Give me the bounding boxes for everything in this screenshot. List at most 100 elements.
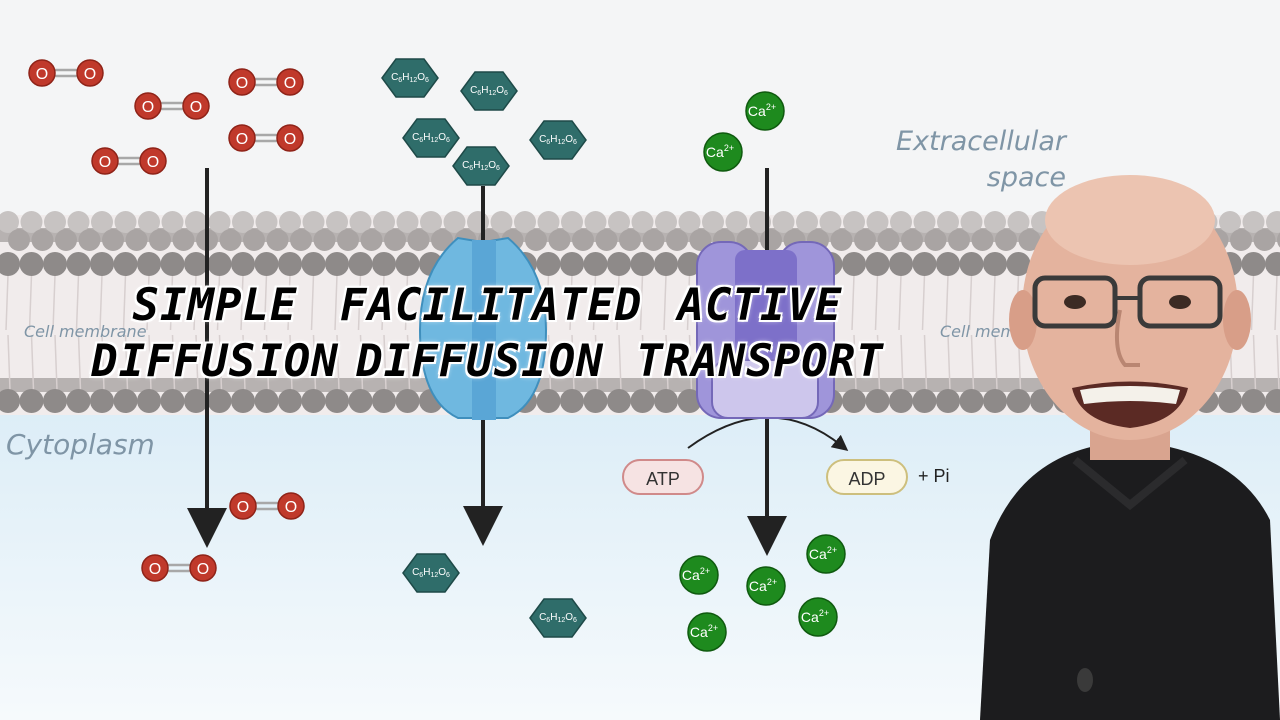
phospholipid-head: [854, 229, 876, 251]
lipid-tail: [334, 274, 338, 331]
phospholipid-head: [420, 211, 442, 233]
phospholipid-head: [642, 229, 665, 251]
glucose-molecule: C6H12O6: [381, 58, 439, 98]
lipid-tail: [569, 274, 573, 331]
calcium-ion-circle: [679, 555, 719, 595]
phospholipid-head: [302, 211, 325, 233]
phospholipid-head: [185, 211, 207, 233]
phospholipid-head: [572, 229, 594, 251]
lipid-tail: [242, 334, 246, 391]
glucose-molecule: C6H12O6: [529, 598, 587, 638]
lipid-tail: [169, 274, 174, 331]
phospholipid-head: [325, 252, 349, 276]
lipid-tail: [406, 334, 411, 391]
calcium-ion-circle: [703, 132, 743, 172]
glucose-formula: C6H12O6: [412, 132, 450, 144]
phospholipid-head: [1030, 389, 1054, 413]
phospholipid-head: [349, 211, 372, 233]
phospholipid-head: [560, 252, 584, 276]
glucose-hexagon: [460, 71, 518, 111]
lipid-tail: [99, 274, 103, 331]
calcium-ion-circle: [745, 91, 785, 131]
presenter-photo: [980, 175, 1280, 720]
membrane-shadow-lower: [0, 378, 1280, 392]
oxygen-atom-symbol: O: [84, 66, 96, 83]
phospholipid-head: [207, 389, 232, 413]
phospholipid-head: [819, 211, 842, 233]
phospholipid-head: [1219, 211, 1241, 233]
atp-pill: ATP: [622, 459, 704, 495]
oxygen-atom-symbol: O: [99, 154, 111, 171]
lipid-tail: [571, 334, 575, 391]
cytoplasm-label: Cytoplasm: [6, 428, 155, 461]
oxygen-atom: [139, 147, 167, 175]
phospholipid-head: [172, 229, 195, 251]
phospholipid-head: [1242, 211, 1265, 233]
phospholipid-head: [1253, 229, 1276, 251]
phospholipid-head: [772, 211, 795, 233]
phospholipid-head: [913, 211, 936, 233]
oxygen-atom-symbol: O: [147, 154, 159, 171]
phospholipid-head: [55, 229, 77, 251]
phospholipid-head: [19, 252, 44, 276]
phospholipid-head: [443, 211, 466, 233]
phospholipid-head: [372, 389, 396, 413]
pump-protein-base: [711, 359, 819, 419]
phospholipid-head: [219, 229, 242, 251]
phospholipid-head: [889, 252, 913, 276]
phospholipid-head: [44, 211, 66, 233]
lipid-tail: [641, 334, 646, 391]
lipid-tail: [923, 334, 928, 391]
lipid-tail: [1276, 334, 1280, 391]
lipid-tail: [359, 334, 364, 391]
simple-title-line1: SIMPLE: [132, 280, 298, 331]
phospholipid-head: [207, 252, 232, 276]
phospholipid-head: [67, 211, 90, 233]
channel-pore: [472, 240, 496, 420]
phospholipid-head: [91, 211, 113, 233]
phospholipid-head: [160, 389, 185, 413]
phospholipid-head: [279, 211, 301, 233]
phospholipid-head: [0, 211, 19, 233]
lipid-tail: [7, 334, 11, 391]
calcium-ion-symbol: Ca2+: [749, 577, 777, 594]
phosphate-label: + Pi: [918, 466, 950, 486]
calcium-ion-circle: [687, 612, 727, 652]
phospholipid-head: [184, 389, 208, 413]
phospholipid-head: [20, 211, 43, 233]
oxygen-atom-symbol: O: [197, 561, 209, 578]
phospholipid-head: [325, 389, 349, 413]
lipid-tail: [639, 274, 644, 331]
phospholipid-head: [66, 252, 91, 276]
extracellular-label-line1: Extracellular: [896, 126, 1066, 157]
oxygen-atom-symbol: O: [142, 99, 154, 116]
phospholipid-head: [666, 229, 688, 251]
lipid-tail: [404, 274, 409, 331]
phospholipid-head: [231, 389, 255, 413]
phospholipid-head: [313, 229, 336, 251]
oxygen-atom: [276, 124, 304, 152]
lipid-tail: [900, 334, 904, 391]
lipid-tail: [1250, 274, 1255, 331]
phospholipid-head: [630, 389, 655, 413]
oxygen-atom: [229, 492, 257, 520]
facilitated-diffusion-title: FACILITATED DIFFUSION: [340, 278, 641, 390]
lipid-tail: [853, 334, 857, 391]
lipid-tail: [122, 274, 127, 331]
channel-protein-left: [418, 236, 483, 419]
lipid-tail: [594, 334, 599, 391]
lipid-tail: [263, 274, 268, 331]
phospholipid-head: [877, 229, 900, 251]
phospholipid-head: [983, 252, 1007, 276]
phospholipid-head: [537, 211, 560, 233]
cell-membrane-label-right: Cell mem: [940, 322, 1017, 341]
phospholipid-head: [830, 229, 853, 251]
phospholipid-head: [254, 389, 279, 413]
phospholipid-head: [360, 229, 383, 251]
phospholipid-head: [536, 252, 561, 276]
phospholipid-head: [901, 229, 923, 251]
phospholipid-head: [66, 389, 91, 413]
active-title-line2: TRANSPORT: [636, 336, 884, 387]
phospholipid-head: [43, 389, 67, 413]
